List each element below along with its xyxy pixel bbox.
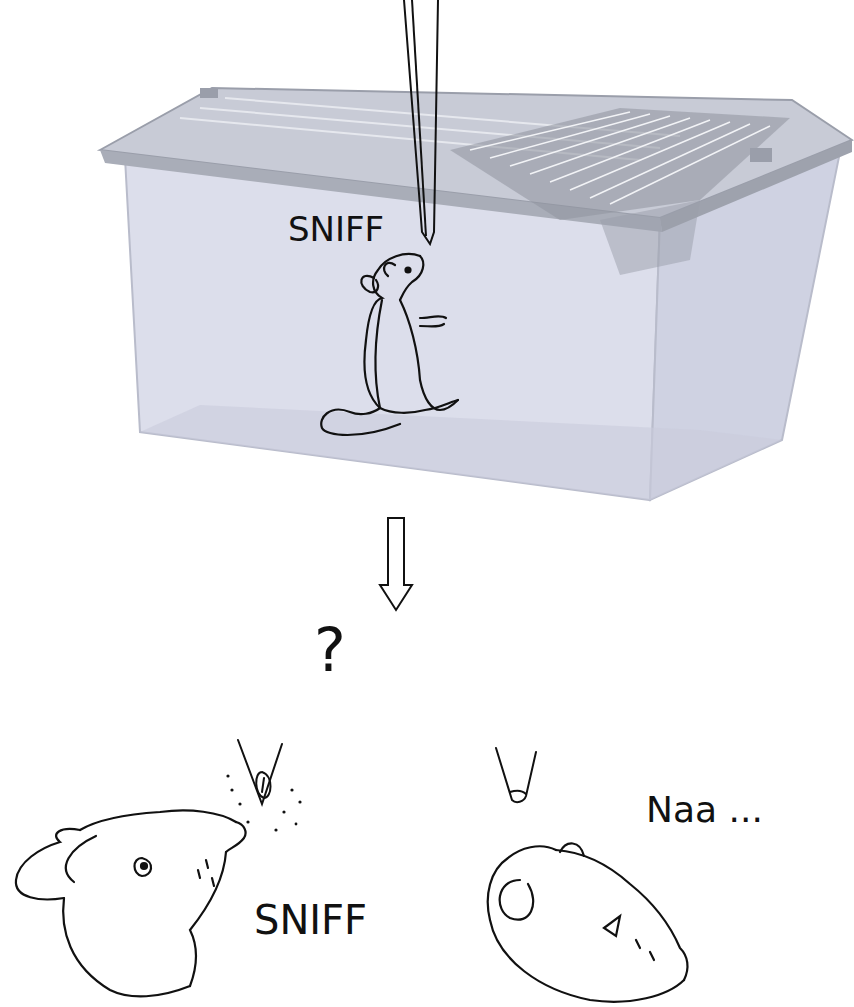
- sound-word: SNIFF: [254, 900, 367, 940]
- mouse-head-refusing: [488, 843, 688, 1001]
- speech-text: Naa ...: [646, 792, 763, 828]
- question-mark: ?: [314, 620, 346, 680]
- flow-arrow: [380, 518, 412, 610]
- pipette-tip: [404, 0, 438, 244]
- pipette-tip: [238, 740, 282, 804]
- mouse-sketch: [321, 254, 458, 435]
- mouse-head-sniffing: [16, 810, 246, 996]
- sound-word: SNIFF: [288, 212, 384, 246]
- mouse-cage: [100, 88, 852, 500]
- pipette-tip: [496, 748, 536, 802]
